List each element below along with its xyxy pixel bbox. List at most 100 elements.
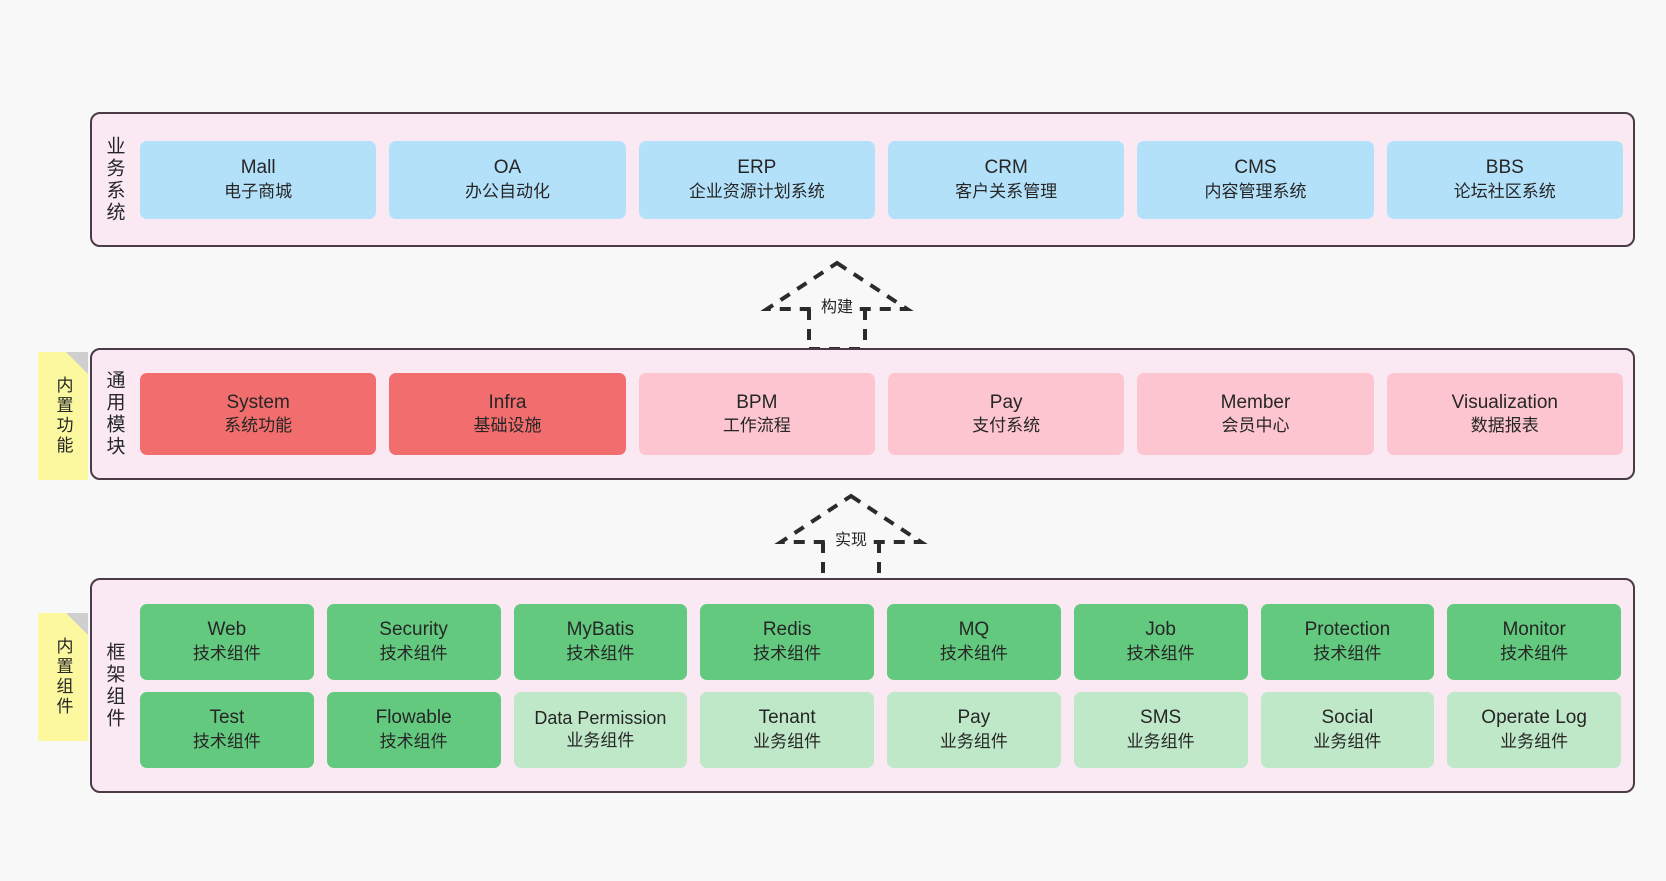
card-subtitle: 办公自动化 <box>464 181 550 201</box>
card-title: Member <box>1220 391 1291 413</box>
card-subtitle: 技术组件 <box>379 731 448 751</box>
connector-label-implement: 实现 <box>831 532 871 550</box>
card-protection[interactable]: Protection 技术组件 <box>1260 603 1435 680</box>
card-subtitle: 技术组件 <box>1126 643 1195 663</box>
card-title: Infra <box>488 391 527 413</box>
card-subtitle: 业务组件 <box>566 731 635 751</box>
card-subtitle: 技术组件 <box>1500 643 1569 663</box>
card-subtitle: 技术组件 <box>939 643 1008 663</box>
card-title: Operate Log <box>1481 707 1587 729</box>
card-subtitle: 工作流程 <box>722 416 791 436</box>
card-subtitle: 论坛社区系统 <box>1453 181 1556 201</box>
card-title: SMS <box>1140 707 1182 729</box>
card-oa[interactable]: OA 办公自动化 <box>389 140 626 219</box>
card-bpm[interactable]: BPM 工作流程 <box>638 373 875 455</box>
card-mq[interactable]: MQ 技术组件 <box>887 603 1061 680</box>
card-title: CMS <box>1234 157 1277 179</box>
card-subtitle: 系统功能 <box>224 416 293 436</box>
card-subtitle: 会员中心 <box>1221 416 1290 436</box>
card-security[interactable]: Security 技术组件 <box>326 603 501 680</box>
card-title: BPM <box>736 391 778 413</box>
card-subtitle: 电子商城 <box>224 181 293 201</box>
card-title: Protection <box>1304 619 1391 641</box>
layer-label-business-system: 业务系统 <box>103 135 125 224</box>
card-redis[interactable]: Redis 技术组件 <box>700 603 874 680</box>
card-subtitle: 业务组件 <box>1126 731 1195 751</box>
card-pay-component[interactable]: Pay 业务组件 <box>887 691 1061 768</box>
layer-body-common-module: System 系统功能 Infra 基础设施 BPM 工作流程 Pay 支付系统… <box>136 350 1633 478</box>
card-erp[interactable]: ERP 企业资源计划系统 <box>638 140 875 219</box>
sticky-note-builtin-component: 内置组件 <box>38 613 88 741</box>
card-infra[interactable]: Infra 基础设施 <box>389 373 626 455</box>
card-title: Mall <box>240 157 276 179</box>
arrow-stem <box>807 309 867 349</box>
arrowhead-triangle <box>760 260 914 311</box>
card-subtitle: 数据报表 <box>1470 416 1539 436</box>
card-title: Data Permission <box>534 707 667 728</box>
component-row-technical: Web 技术组件 Security 技术组件 MyBatis 技术组件 Redi… <box>140 603 1621 680</box>
card-title: Redis <box>762 619 812 641</box>
layer-framework-component: 框架组件 Web 技术组件 Security 技术组件 MyBatis 技术组件… <box>90 578 1635 793</box>
sticky-note-label: 内置组件 <box>53 637 73 717</box>
card-subtitle: 技术组件 <box>753 643 822 663</box>
component-row-business: Test 技术组件 Flowable 技术组件 Data Permission … <box>140 691 1621 768</box>
layer-business-system: 业务系统 Mall 电子商城 OA 办公自动化 ERP 企业资源计划系统 CRM… <box>90 112 1635 247</box>
card-title: Test <box>209 707 245 729</box>
card-mall[interactable]: Mall 电子商城 <box>140 140 377 219</box>
card-title: MQ <box>958 619 990 641</box>
card-subtitle: 技术组件 <box>379 643 448 663</box>
card-system[interactable]: System 系统功能 <box>140 373 377 455</box>
layer-label-common-module: 通用模块 <box>103 370 125 458</box>
card-title: Security <box>379 619 448 641</box>
card-title: MyBatis <box>566 619 635 641</box>
card-cms[interactable]: CMS 内容管理系统 <box>1137 140 1374 219</box>
card-subtitle: 业务组件 <box>1313 731 1382 751</box>
card-title: Job <box>1145 619 1176 641</box>
card-data-permission[interactable]: Data Permission 业务组件 <box>513 691 688 768</box>
card-web[interactable]: Web 技术组件 <box>140 603 314 680</box>
card-title: ERP <box>737 157 777 179</box>
sticky-note-builtin-function: 内置功能 <box>38 352 88 480</box>
card-job[interactable]: Job 技术组件 <box>1073 603 1248 680</box>
card-title: Tenant <box>758 707 816 729</box>
connector-implement: 实现 <box>771 490 931 582</box>
card-title: OA <box>493 157 522 179</box>
card-tenant[interactable]: Tenant 业务组件 <box>700 691 874 768</box>
card-title: Social <box>1321 707 1374 729</box>
card-bbs[interactable]: BBS 论坛社区系统 <box>1386 140 1623 219</box>
card-social[interactable]: Social 业务组件 <box>1260 691 1435 768</box>
card-crm[interactable]: CRM 客户关系管理 <box>887 140 1125 219</box>
card-subtitle: 技术组件 <box>566 643 635 663</box>
card-flowable[interactable]: Flowable 技术组件 <box>326 691 501 768</box>
card-operate-log[interactable]: Operate Log 业务组件 <box>1447 691 1621 768</box>
card-subtitle: 客户关系管理 <box>955 181 1058 201</box>
card-title: System <box>226 391 290 413</box>
card-subtitle: 业务组件 <box>753 731 822 751</box>
arrow-stem <box>821 542 881 582</box>
card-visualization[interactable]: Visualization 数据报表 <box>1386 373 1623 455</box>
card-mybatis[interactable]: MyBatis 技术组件 <box>513 603 688 680</box>
card-title: Pay <box>957 707 991 729</box>
card-title: Pay <box>989 391 1023 413</box>
card-title: Monitor <box>1502 619 1566 641</box>
card-member[interactable]: Member 会员中心 <box>1137 373 1374 455</box>
layer-body-framework-component: Web 技术组件 Security 技术组件 MyBatis 技术组件 Redi… <box>136 580 1633 791</box>
card-subtitle: 技术组件 <box>192 643 261 663</box>
layer-common-module: 通用模块 System 系统功能 Infra 基础设施 BPM 工作流程 Pay… <box>90 348 1635 480</box>
card-subtitle: 技术组件 <box>192 731 261 751</box>
card-title: Flowable <box>375 707 452 729</box>
sticky-note-label: 内置功能 <box>53 376 73 456</box>
card-subtitle: 业务组件 <box>1500 731 1569 751</box>
card-test[interactable]: Test 技术组件 <box>140 691 314 768</box>
connector-build: 构建 <box>757 257 917 349</box>
card-subtitle: 业务组件 <box>939 731 1008 751</box>
layer-body-business-system: Mall 电子商城 OA 办公自动化 ERP 企业资源计划系统 CRM 客户关系… <box>136 114 1633 245</box>
card-sms[interactable]: SMS 业务组件 <box>1073 691 1248 768</box>
layer-label-framework-component: 框架组件 <box>103 641 125 730</box>
card-pay-module[interactable]: Pay 支付系统 <box>887 373 1125 455</box>
card-subtitle: 内容管理系统 <box>1204 181 1307 201</box>
card-subtitle: 企业资源计划系统 <box>688 181 825 201</box>
card-title: Web <box>207 619 247 641</box>
card-monitor[interactable]: Monitor 技术组件 <box>1447 603 1621 680</box>
